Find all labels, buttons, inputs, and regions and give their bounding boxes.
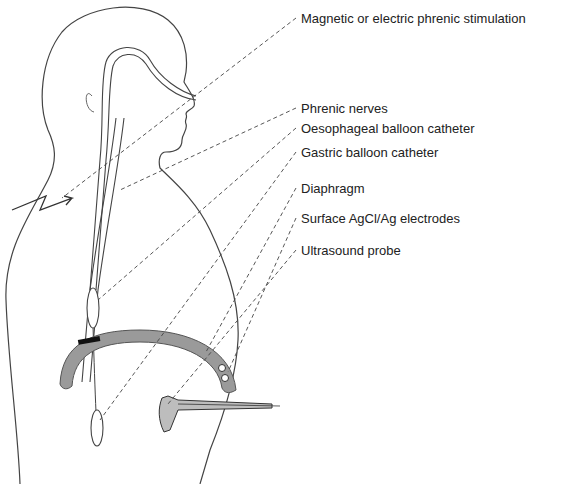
diaphragm-marker	[78, 336, 101, 345]
probe-cable	[178, 404, 280, 406]
body-outline	[6, 7, 238, 484]
callout-label: Gastric balloon catheter	[300, 145, 439, 160]
surface-electrode	[219, 365, 226, 372]
leader-lines	[62, 18, 296, 420]
surface-electrode	[222, 375, 229, 382]
diaphragm	[60, 330, 236, 393]
callout-label: Oesophageal balloon catheter	[300, 121, 475, 136]
oesophageal-balloon	[87, 288, 99, 328]
callout-label: Surface AgCl/Ag electrodes	[300, 211, 461, 226]
callout-label: Magnetic or electric phrenic stimulation	[300, 11, 527, 26]
catheter-tube	[90, 47, 196, 290]
callout-label: Phrenic nerves	[300, 101, 389, 116]
ultrasound-probe	[159, 396, 272, 432]
gastric-balloon	[91, 410, 103, 446]
callout-label: Diaphragm	[300, 181, 366, 196]
stimulation-symbol	[12, 196, 72, 210]
callout-label: Ultrasound probe	[300, 243, 402, 258]
ear-outline	[86, 94, 94, 112]
catheter-tube	[96, 54, 196, 290]
